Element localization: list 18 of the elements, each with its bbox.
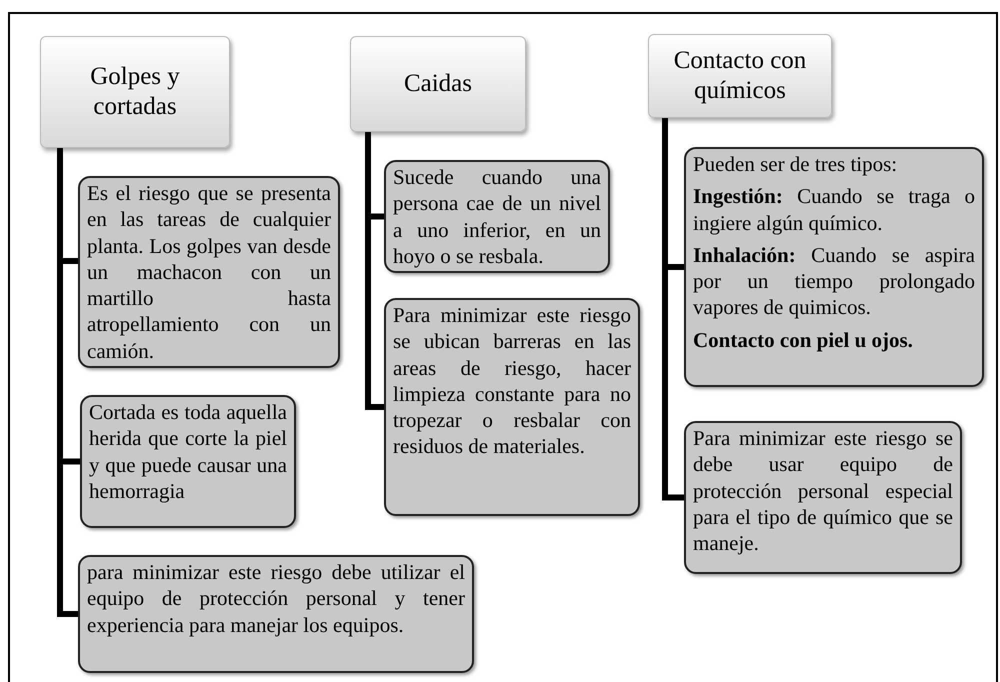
- description-text: Cortada es toda aquella herida que corte la piel y que puede causar una hemorragia: [89, 399, 287, 504]
- description-box: [80, 395, 296, 528]
- description-box: [684, 421, 962, 574]
- description-box: [684, 147, 984, 387]
- description-text: Es el riesgo que se presenta en las tareas de cualquier planta. Los golpes van desde un machacon con un martillo hasta atropellamiento con un camión.: [87, 180, 331, 364]
- category-header-box: Caidas: [350, 36, 526, 132]
- description-text: para minimizar este riesgo debe utilizar el equipo de protección personal y tener experiencia para manejar los equipos.: [87, 559, 465, 638]
- description-text: Ingestión: Cuando se traga o ingiere algún químico.: [693, 183, 975, 236]
- description-text: Contacto con piel u ojos.: [693, 326, 914, 353]
- description-text: Inhalación: Cuando se aspira por un tiempo prolongado vapores de quimicos.: [693, 242, 975, 320]
- description-text: Para minimizar este riesgo se ubican barreras en las areas de riesgo, hacer limpieza constante para no tropezar o resbalar con residuos de materiales.: [393, 302, 631, 460]
- description-box: [78, 555, 474, 673]
- description-text: Para minimizar este riesgo se debe usar equipo de protección personal especial para el tipo de químico que se maneje.: [693, 425, 953, 556]
- description-text: Pueden ser de tres tipos:: [693, 151, 898, 178]
- description-text: Sucede cuando una persona cae de un nivel a uno inferior, en un hoyo o se resbala.: [393, 164, 601, 269]
- description-box: [384, 298, 640, 516]
- category-header-box: Golpes y cortadas: [40, 36, 230, 148]
- category-header-box: Contacto con químicos: [648, 34, 832, 118]
